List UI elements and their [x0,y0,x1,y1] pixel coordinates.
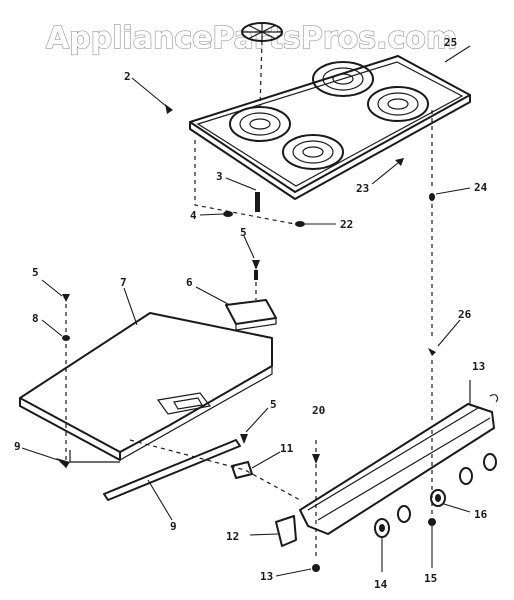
knob [459,467,473,485]
burner-grate [241,22,283,42]
screw-8 [41,319,70,341]
callout-14: 14 [374,578,388,591]
callout-4: 4 [190,209,197,222]
callout-20: 20 [312,404,325,417]
screw-26 [428,319,461,356]
callout-13-top: 13 [472,360,485,373]
callout-15: 15 [424,572,437,585]
callout-5-top: 5 [240,226,247,239]
screw-15 [428,518,436,526]
knob [430,489,446,507]
callout-9-bottom: 9 [170,520,177,533]
bracket-12 [249,515,297,547]
trim-strip-9 [103,439,241,521]
knob [397,505,411,523]
burner-opening [282,134,344,170]
callout-9-left: 9 [14,440,21,453]
callout-5-left: 5 [32,266,39,279]
screw-5-left [41,279,70,302]
callout-8: 8 [32,312,39,325]
callout-3: 3 [216,170,223,183]
manifold-rail-13 [299,380,495,535]
burner-opening [312,61,374,97]
screw-5-right [240,407,269,444]
knob-14 [374,518,390,538]
screw-20 [312,454,320,464]
bracket-11 [231,451,281,479]
callout-22: 22 [340,218,353,231]
callout-5-right: 5 [270,398,277,411]
cooktop-panel [189,55,471,200]
callout-25: 25 [444,36,457,49]
callout-23: 23 [356,182,369,195]
screw-24 [429,187,471,201]
callout-12: 12 [226,530,239,543]
screw-22 [295,221,336,227]
screw-13-bottom [275,564,320,577]
callout-24: 24 [474,181,488,194]
callout-7: 7 [120,276,127,289]
callout-13-bottom: 13 [260,570,273,583]
clip-9-left [21,447,70,468]
burner-opening [229,106,291,142]
burner-opening [367,86,429,122]
screw-2 [131,77,173,114]
clip-3 [225,177,260,212]
callout-2: 2 [124,70,131,83]
callout-26: 26 [458,308,472,321]
top-panel-7 [19,287,273,463]
knob [483,453,497,471]
spring-23 [371,158,404,185]
screw-4 [199,211,233,217]
callout-11: 11 [280,442,294,455]
screw-5-top [243,235,260,280]
callout-6: 6 [186,276,193,289]
callout-16: 16 [474,508,488,521]
bracket-6 [195,286,277,331]
